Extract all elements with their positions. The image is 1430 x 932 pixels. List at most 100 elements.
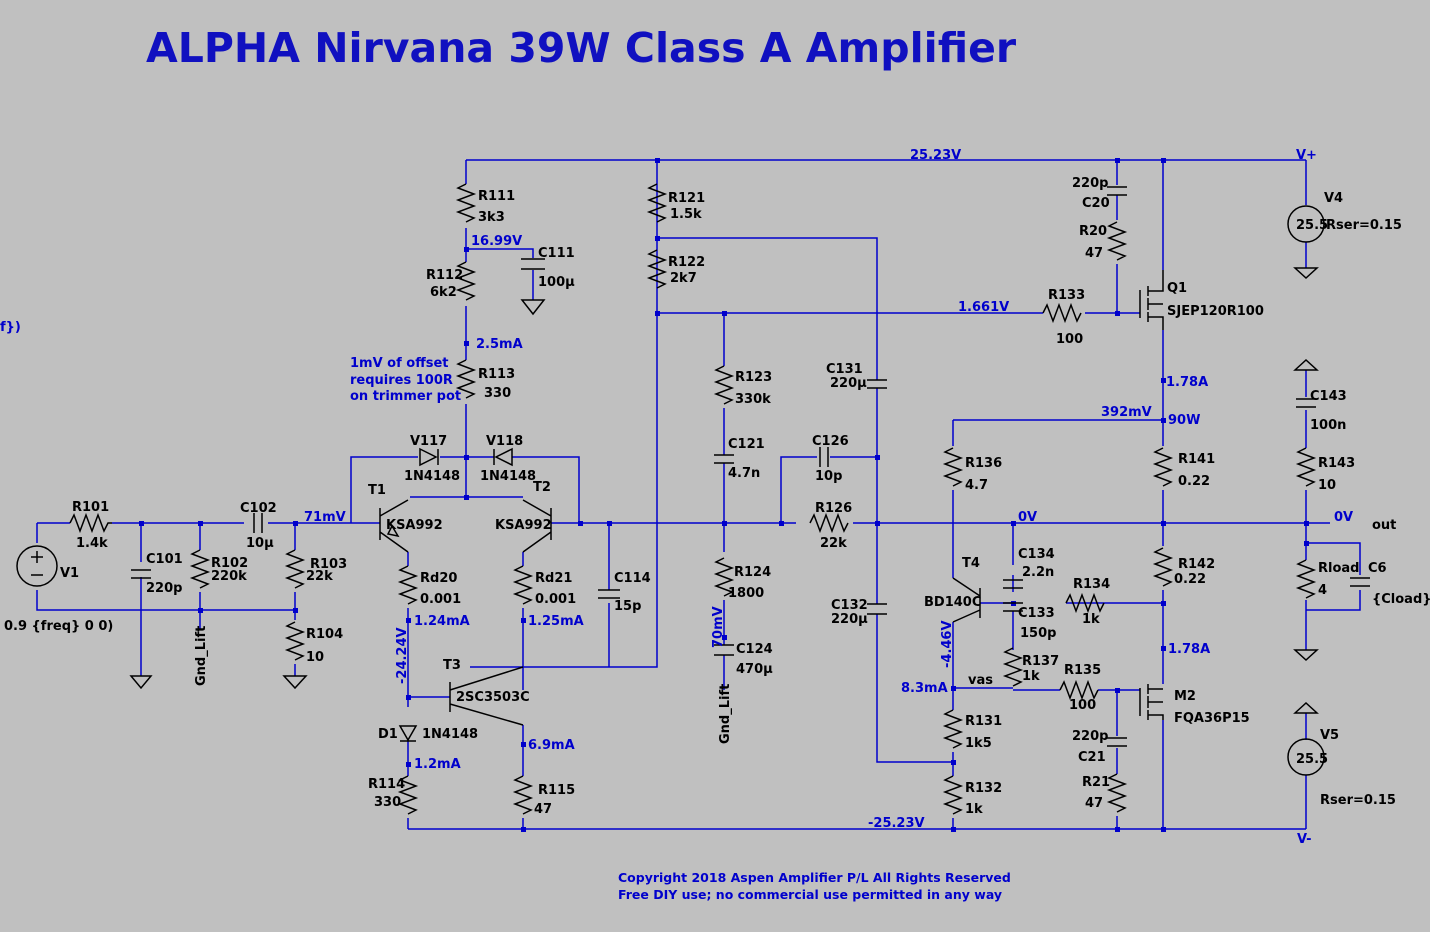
label-m2-val: FQA36P15 (1174, 711, 1250, 726)
label-c20-ref: C20 (1082, 196, 1110, 211)
label-t3-ref: T3 (443, 658, 461, 673)
net-8-3ma: 8.3mA (901, 681, 948, 696)
net-vminus: V- (1297, 832, 1312, 847)
label-d1-val: 1N4148 (422, 727, 478, 742)
label-c131-ref: C131 (826, 362, 863, 377)
label-r133-val: 100 (1056, 332, 1083, 347)
label-gnd-lift-1: Gnd_Lift (194, 626, 209, 686)
label-c101-val: 220p (146, 581, 182, 596)
label-r137-val: 1k (1022, 669, 1040, 684)
label-gnd-lift-2: Gnd_Lift (718, 684, 733, 744)
label-r124-ref: R124 (734, 565, 771, 580)
label-r137-ref: R137 (1022, 654, 1059, 669)
label-c121-ref: C121 (728, 437, 765, 452)
label-c126-ref: C126 (812, 434, 849, 449)
label-c21-val: 220p (1072, 729, 1108, 744)
label-r113-ref: R113 (478, 367, 515, 382)
label-c143-ref: C143 (1310, 389, 1347, 404)
label-c6-ref: C6 (1368, 561, 1387, 576)
label-r123-ref: R123 (735, 370, 772, 385)
semiconductors (379, 270, 1164, 742)
label-r122-ref: R122 (668, 255, 705, 270)
label-r115-ref: R115 (538, 783, 575, 798)
label-c111-val: 100µ (538, 275, 575, 290)
label-c134-ref: C134 (1018, 547, 1055, 562)
label-r121-val: 1.5k (670, 207, 702, 222)
net-minus-4-46v: -4.46V (940, 620, 955, 668)
label-r126-val: 22k (820, 536, 847, 551)
net-1-661v: 1.661V (958, 300, 1009, 315)
label-v5-val: 25.5 (1296, 752, 1328, 767)
label-c143-val: 100n (1310, 418, 1346, 433)
label-r124-val: 1800 (728, 586, 764, 601)
label-r102-val: 220k (211, 569, 247, 584)
label-c133-ref: C133 (1018, 606, 1055, 621)
label-t4-val: BD140C (924, 595, 981, 610)
label-r135-val: 100 (1069, 698, 1096, 713)
label-r131-val: 1k5 (965, 736, 992, 751)
label-rload-val: 4 (1318, 583, 1327, 598)
net-rail-neg: -25.23V (868, 816, 925, 831)
label-r143-val: 10 (1318, 478, 1336, 493)
label-r112-ref: R112 (426, 268, 463, 283)
net-1-78a-top: 1.78A (1166, 375, 1208, 390)
label-r20-ref: R20 (1079, 224, 1107, 239)
capacitors (131, 186, 1370, 747)
label-r133-ref: R133 (1048, 288, 1085, 303)
component-labels: R101 1.4k C101 220p R102 220k C102 10µ R… (4, 176, 1430, 817)
net-0v-load: 0V (1334, 510, 1353, 525)
sources (16, 205, 1325, 776)
net-392mv: 392mV (1101, 405, 1152, 420)
net-0v-output: 0V (1018, 510, 1037, 525)
edge-fragment: f}) (0, 320, 21, 335)
label-rd20-ref: Rd20 (420, 571, 457, 586)
label-r132-ref: R132 (965, 781, 1002, 796)
label-t1-ref: T1 (368, 483, 386, 498)
label-v117-ref: V117 (410, 434, 447, 449)
net-2-5ma: 2.5mA (476, 337, 523, 352)
label-v5-rser: Rser=0.15 (1320, 793, 1396, 808)
offset-note-line-3: on trimmer pot (350, 389, 461, 404)
label-r142-ref: R142 (1178, 557, 1215, 572)
label-v118-ref: V118 (486, 434, 523, 449)
label-v4-rser: Rser=0.15 (1326, 218, 1402, 233)
label-c124-ref: C124 (736, 642, 773, 657)
label-c124-val: 470µ (736, 662, 773, 677)
label-c134-val: 2.2n (1022, 565, 1054, 580)
net-71mv: 71mV (304, 510, 346, 525)
net-16-99v: 16.99V (471, 234, 522, 249)
wires (36, 159, 1361, 830)
label-r115-val: 47 (534, 802, 552, 817)
label-r21-val: 47 (1085, 796, 1103, 811)
net-vplus: V+ (1296, 148, 1317, 163)
label-r112-val: 6k2 (430, 285, 457, 300)
label-v1-ref: V1 (60, 566, 79, 581)
label-r136-val: 4.7 (965, 478, 988, 493)
label-r114-ref: R114 (368, 777, 405, 792)
label-r142-val: 0.22 (1174, 572, 1206, 587)
label-c21-ref: C21 (1078, 750, 1106, 765)
label-t4-ref: T4 (962, 556, 980, 571)
label-r123-val: 330k (735, 392, 771, 407)
label-c102-val: 10µ (246, 536, 274, 551)
label-r114-val: 330 (374, 795, 401, 810)
label-r134-val: 1k (1082, 612, 1100, 627)
net-6-9ma: 6.9mA (528, 738, 575, 753)
net-1-2ma: 1.2mA (414, 757, 461, 772)
label-c132-ref: C132 (831, 598, 868, 613)
resistors (69, 183, 1317, 815)
label-r135-ref: R135 (1064, 663, 1101, 678)
label-rd21-val: 0.001 (535, 592, 576, 607)
label-c133-val: 150p (1020, 626, 1056, 641)
label-c114-ref: C114 (614, 571, 651, 586)
net-70mv: 70mV (711, 606, 726, 648)
label-r20-val: 47 (1085, 246, 1103, 261)
label-c111-ref: C111 (538, 246, 575, 261)
net-labels: 1mV of offset requires 100R on trimmer p… (0, 148, 1396, 847)
label-vas: vas (968, 673, 993, 688)
label-r21-ref: R21 (1082, 775, 1110, 790)
label-rd21-ref: Rd21 (535, 571, 572, 586)
label-r141-val: 0.22 (1178, 474, 1210, 489)
label-r134-ref: R134 (1073, 577, 1110, 592)
page-title: ALPHA Nirvana 39W Class A Amplifier (146, 24, 1017, 72)
